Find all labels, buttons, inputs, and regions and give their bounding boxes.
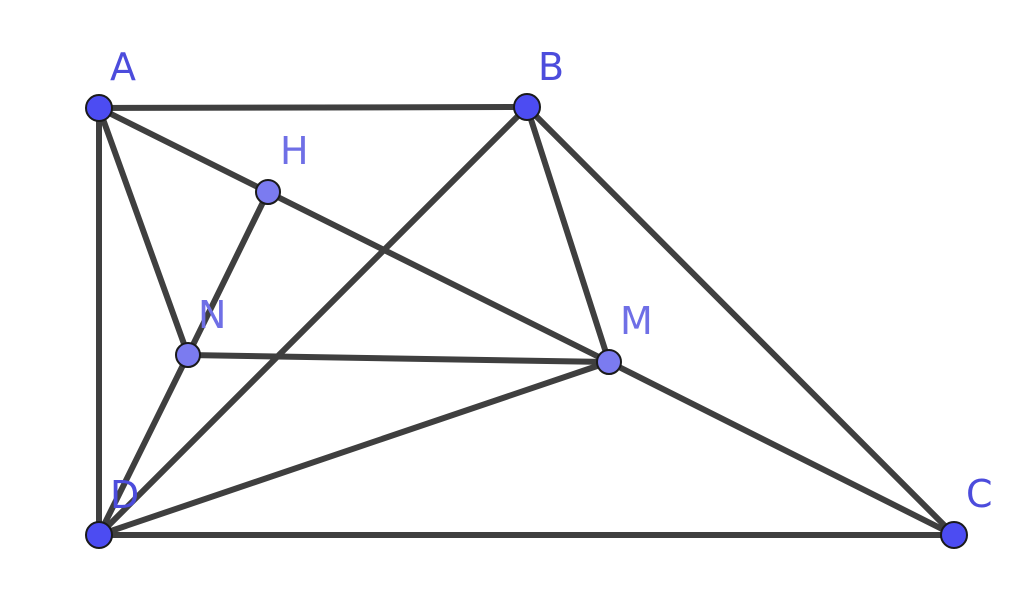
segment-dm — [96, 359, 612, 538]
labels-layer: A B C D H N M — [110, 45, 993, 517]
label-a: A — [110, 45, 136, 89]
point-d — [85, 521, 113, 549]
label-m: M — [620, 299, 653, 343]
points-layer — [85, 93, 968, 549]
point-b — [513, 93, 541, 121]
segment-bm — [524, 104, 612, 365]
segment-bc — [524, 104, 957, 538]
point-c — [940, 521, 968, 549]
label-d: D — [110, 473, 139, 517]
segments-layer — [96, 104, 957, 538]
point-m — [596, 349, 622, 375]
segment-nd — [96, 352, 191, 538]
segment-mc — [606, 359, 957, 538]
segment-am — [96, 105, 612, 365]
point-a — [85, 94, 113, 122]
segment-nm — [185, 352, 612, 365]
point-h — [255, 179, 281, 205]
segment-ab — [96, 104, 530, 111]
segment-hn — [185, 189, 271, 358]
label-c: C — [966, 472, 993, 516]
segment-an — [96, 105, 191, 358]
label-h: H — [280, 129, 309, 173]
segment-bd — [96, 104, 530, 538]
label-b: B — [538, 45, 564, 89]
label-n: N — [198, 293, 226, 337]
point-n — [175, 342, 201, 368]
